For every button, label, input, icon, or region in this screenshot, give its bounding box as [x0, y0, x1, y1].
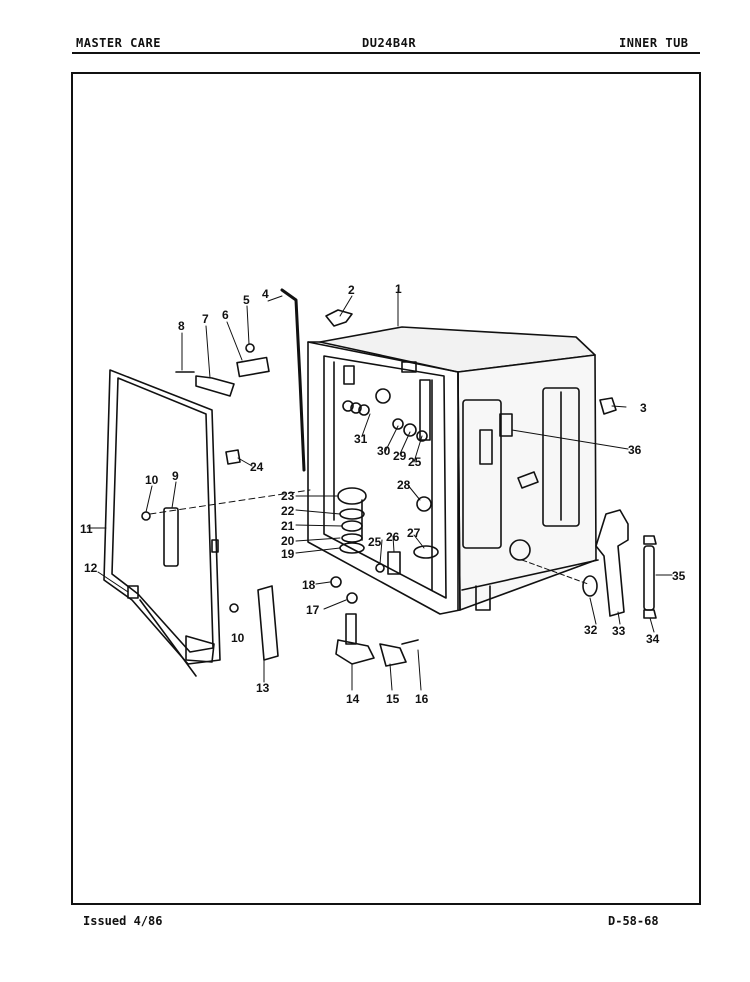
callout-17: 17: [306, 603, 320, 617]
callout-27: 27: [407, 526, 421, 540]
callout-7: 7: [202, 312, 209, 326]
callout-1: 1: [395, 282, 402, 296]
callout-35: 35: [672, 569, 686, 583]
callout-4: 4: [262, 287, 269, 301]
callout-11: 11: [80, 522, 93, 536]
callout-34: 34: [646, 632, 660, 646]
callout-12: 12: [84, 561, 98, 575]
callout-25-lower: 25: [368, 535, 382, 549]
callout-22: 22: [281, 504, 295, 518]
callout-16: 16: [415, 692, 429, 706]
callout-10-lower: 10: [231, 631, 245, 645]
callout-28: 28: [397, 478, 411, 492]
footer-issued: Issued 4/86: [83, 914, 163, 928]
diagram-frame: [71, 72, 701, 905]
callout-30: 30: [377, 444, 391, 458]
callout-9: 9: [172, 469, 179, 483]
callout-18: 18: [302, 578, 316, 592]
callout-21: 21: [281, 519, 295, 533]
callout-29: 29: [393, 449, 407, 463]
callout-33: 33: [612, 624, 626, 638]
callout-6: 6: [222, 308, 229, 322]
header-model: DU24B4R: [362, 36, 417, 50]
callout-8: 8: [178, 319, 185, 333]
callout-25-upper: 25: [408, 455, 422, 469]
callout-23: 23: [281, 489, 295, 503]
footer-page-code: D-58-68: [608, 914, 659, 928]
callout-10-upper: 10: [145, 473, 159, 487]
callout-5: 5: [243, 293, 250, 307]
callout-36: 36: [628, 443, 642, 457]
callout-20: 20: [281, 534, 295, 548]
callout-31: 31: [354, 432, 368, 446]
inner-tub: [307, 326, 599, 615]
callout-15: 15: [386, 692, 400, 706]
callout-19: 19: [281, 547, 295, 561]
callout-3: 3: [640, 401, 647, 415]
door: [103, 369, 221, 677]
header-brand: MASTER CARE: [76, 36, 161, 50]
callout-32: 32: [584, 623, 598, 637]
callout-26: 26: [386, 530, 400, 544]
callout-24: 24: [250, 460, 264, 474]
callout-13: 13: [256, 681, 270, 695]
callout-14: 14: [346, 692, 360, 706]
header-section: INNER TUB: [619, 36, 689, 50]
callout-2: 2: [348, 283, 355, 297]
header-rule: [72, 52, 700, 54]
